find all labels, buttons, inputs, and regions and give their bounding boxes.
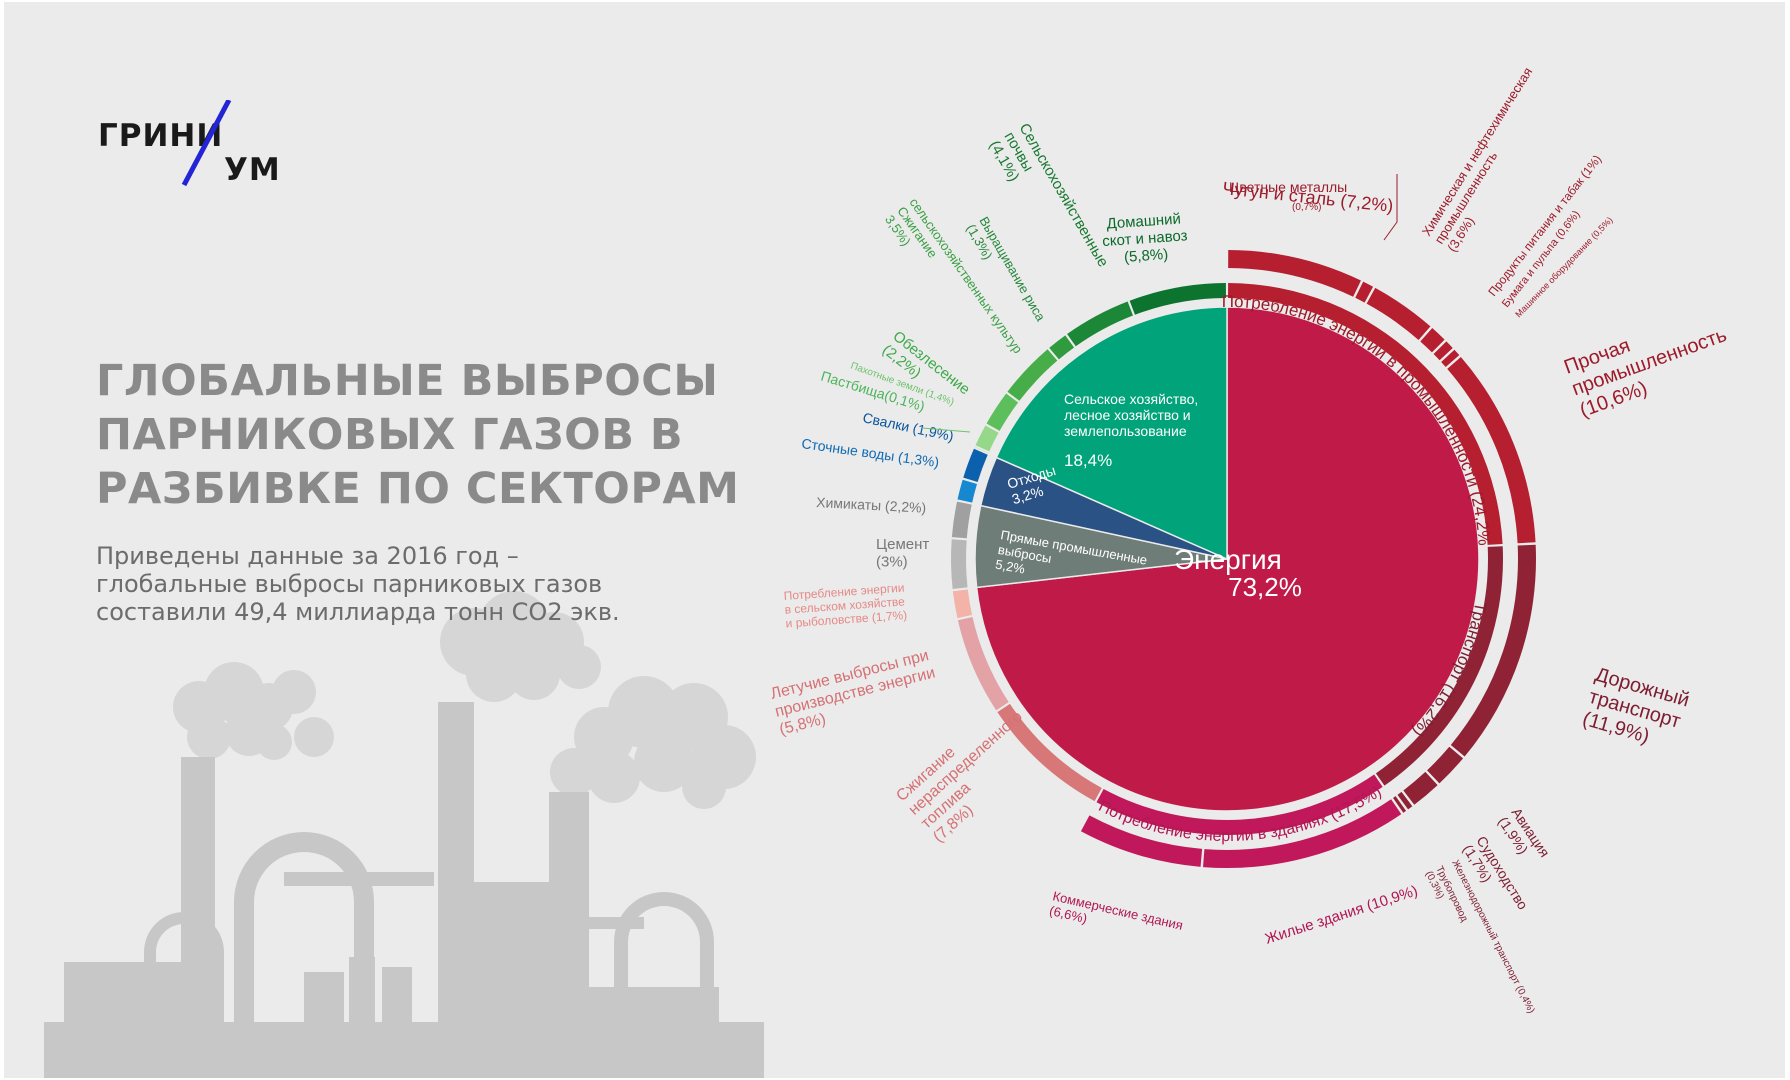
factory-silhouette-icon: [44, 591, 764, 1078]
label-commercial: Коммерческие здания(6,6%): [1048, 888, 1184, 947]
label-residential: Жилые здания (10,9%): [1263, 882, 1420, 947]
outer-segment-5: [1441, 349, 1460, 368]
ring-segment-4: [957, 616, 1009, 711]
ring-segment-0: [1228, 283, 1503, 545]
ring-segment-14: [1049, 335, 1075, 360]
outer-segment-0: [1228, 250, 1361, 297]
ring-segment-8: [957, 479, 977, 503]
label-other-industry: Прочаяпромышленность(10,6%): [1561, 302, 1737, 422]
leader-nonferrous: [1383, 174, 1398, 241]
page-title: ГЛОБАЛЬНЫЕ ВЫБРОСЫ ПАРНИКОВЫХ ГАЗОВ В РА…: [96, 356, 740, 514]
outer-segment-12: [1203, 799, 1402, 868]
label-energy-name: Энергия: [1174, 544, 1282, 575]
logo-slash-icon: [181, 100, 232, 187]
ring-segment-16: [1129, 283, 1226, 315]
outer-segment-10: [1397, 791, 1413, 810]
label-cement: Цемент(3%): [876, 536, 929, 570]
ring-segment-7: [951, 501, 972, 539]
label-chemicals: Химикаты (2,2%): [816, 494, 927, 516]
ring-segment-10: [974, 446, 989, 454]
outer-segment-13: [1080, 815, 1203, 867]
logo-text-bottom: УМ: [224, 152, 281, 188]
label-wastewater: Сточные воды (1,3%): [801, 435, 941, 470]
label-nonferrous-name: Цветные металлы: [1229, 179, 1347, 195]
label-food-tobacco: Продукты питания и табак (1%): [1485, 152, 1604, 299]
label-unallocated: Сжиганиенераспределенноготоплива(7,8%): [893, 694, 1050, 846]
label-energy-value: 73,2%: [1228, 572, 1302, 602]
label-rice: Выращивание риса(1,3%): [963, 214, 1048, 332]
ring-segment-1: [1375, 546, 1504, 786]
outer-segment-7: [1450, 544, 1536, 757]
ring-segment-11: [975, 425, 999, 452]
ring-segment-3: [997, 703, 1102, 802]
outer-segment-6: [1447, 357, 1536, 544]
ring-segment-13: [1007, 349, 1058, 401]
ring-segment-12: [986, 393, 1019, 431]
infographic: ГРИНИ УМ ГЛОБАЛЬНЫЕ ВЫБРОСЫ ПАРНИКОВЫХ Г…: [4, 2, 1785, 1078]
label-agriculture-value: 18,4%: [1064, 451, 1112, 470]
label-road-transport: Дорожныйтранспорт(11,9%): [1580, 664, 1692, 756]
ring-segment-15: [1067, 301, 1134, 347]
label-landfills: Свалки (1,9%): [861, 409, 955, 444]
outer-segment-2: [1366, 287, 1431, 340]
pie-slice-agriculture: [995, 306, 1228, 561]
label-livestock: Домашнийскот и навоз(5,8%): [1101, 210, 1190, 267]
page-subtitle: Приведены данные за 2016 год – глобальны…: [96, 542, 620, 626]
ring-segment-9: [963, 448, 988, 483]
ring-segment-5: [952, 589, 973, 619]
outer-segment-11: [1393, 796, 1407, 813]
label-nonferrous-value: (0,7%): [1292, 202, 1321, 213]
ring-segment-2: [1096, 774, 1383, 835]
outer-segment-4: [1433, 341, 1453, 361]
label-rail: Железнодорожный транспорт (0,4%): [1449, 858, 1536, 1015]
outer-segment-3: [1420, 328, 1445, 353]
greenium-logo: ГРИНИ УМ: [98, 100, 298, 190]
pie-slice-energy: [975, 306, 1480, 812]
outer-segment-9: [1403, 771, 1438, 805]
outer-segment-8: [1427, 746, 1464, 784]
label-agri-energy: Потребление энергиив сельском хозяйствеи…: [783, 581, 907, 631]
leader-grassland: [921, 427, 971, 433]
outer-segment-1: [1355, 281, 1374, 303]
ring-segment-6: [951, 539, 968, 590]
label-fugitive: Летучие выбросы припроизводстве энергии(…: [769, 647, 942, 739]
